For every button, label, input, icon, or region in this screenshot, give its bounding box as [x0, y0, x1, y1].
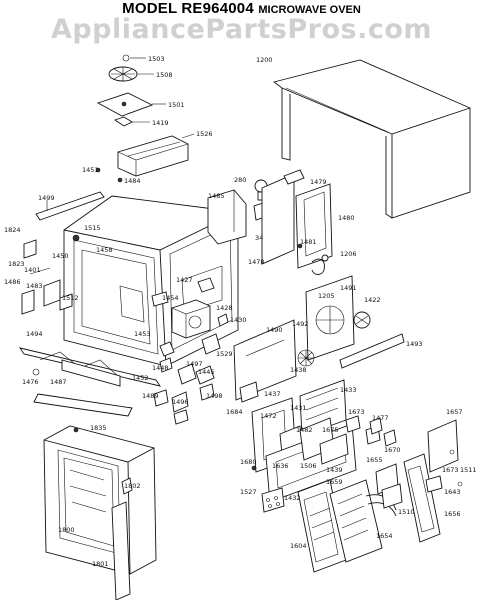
part-label: 1673	[348, 408, 365, 416]
part-label: 1205	[318, 292, 335, 300]
part-label: 1485	[208, 192, 225, 200]
product-name: MICROWAVE OVEN	[258, 4, 361, 16]
part-label: 34	[255, 234, 263, 242]
part-label: 1454	[162, 294, 179, 302]
left-bracket	[35, 191, 105, 221]
part-label: 1493	[406, 340, 423, 348]
part-label: 1427	[176, 276, 193, 284]
part-label: 1508	[156, 71, 173, 79]
part-label: 1445	[198, 368, 215, 376]
part-label: 1439	[326, 466, 343, 474]
part-label: 1499	[38, 194, 55, 202]
part-label: 1452	[132, 374, 149, 382]
part-number-labels: 1503 1508 1501 1419 1526 1451 1484 1485 …	[4, 55, 477, 568]
part-label: 1438	[290, 366, 307, 374]
part-label: 1200	[256, 56, 273, 64]
part-label: 1510	[398, 508, 415, 516]
part-label: 1472	[260, 412, 277, 420]
part-label: 1656	[444, 510, 461, 518]
part-label: 1670	[384, 446, 401, 454]
part-label: 1659	[326, 478, 343, 486]
part-label: 1431	[290, 404, 307, 412]
cooling-fan-assembly	[233, 275, 405, 401]
part-label: 1529	[216, 350, 233, 358]
part-label: 1636	[272, 462, 289, 470]
part-label: 1437	[264, 390, 281, 398]
part-label: 1643	[444, 488, 461, 496]
part-label: 1823	[8, 260, 25, 268]
part-label: 1835	[90, 424, 107, 432]
part-label: 1503	[148, 55, 165, 63]
part-label: 1515	[84, 224, 101, 232]
lower-left-parts	[18, 347, 162, 417]
part-label: 1422	[364, 296, 381, 304]
part-label: 1476	[22, 378, 39, 386]
watermark: AppliancePartsPros.com	[50, 14, 433, 45]
part-label: 1501	[168, 101, 185, 109]
part-label: 1451	[82, 166, 99, 174]
part-label: 1419	[152, 119, 169, 127]
part-label: 1604	[290, 542, 307, 550]
part-label: 1479	[310, 178, 327, 186]
part-label: 1802	[124, 482, 141, 490]
control-side-panels	[261, 169, 333, 275]
interlock-parts	[153, 313, 229, 425]
part-label: 1655	[366, 456, 383, 464]
part-label: 1491	[340, 284, 357, 292]
part-label: 1684	[226, 408, 243, 416]
part-label: 1512	[62, 294, 79, 302]
part-label: 1430	[230, 316, 247, 324]
part-label: 1477	[372, 414, 389, 422]
keypad-assembly	[261, 479, 397, 573]
part-label: 1453	[134, 330, 151, 338]
part-label: 280	[234, 176, 246, 184]
left-side-parts	[21, 239, 73, 315]
right-control-parts	[369, 417, 463, 543]
part-label: 1498	[206, 392, 223, 400]
part-label: 1490	[266, 326, 283, 334]
part-label: 1526	[196, 130, 213, 138]
part-label: 1824	[4, 226, 21, 234]
part-label: 1428	[216, 304, 233, 312]
part-label: 1680	[240, 458, 257, 466]
part-label: 1480	[338, 214, 355, 222]
control-board-assembly	[239, 379, 381, 503]
part-label: 1448	[152, 364, 169, 372]
part-label: 1487	[50, 378, 67, 386]
part-label: 1497	[186, 360, 203, 368]
part-label: 1800	[58, 526, 75, 534]
magnetron-parts	[151, 277, 215, 339]
part-label: 1492	[292, 320, 309, 328]
part-label: 1432	[284, 494, 301, 502]
part-label: 1478	[248, 258, 265, 266]
part-label: 1657	[446, 408, 463, 416]
diagram-title: MODEL RE964004 MICROWAVE OVEN	[0, 0, 483, 18]
stirrer-assembly	[95, 54, 195, 183]
part-label: 1675	[322, 426, 339, 434]
part-label: 1401	[24, 266, 41, 274]
part-label: 1506	[300, 462, 317, 470]
part-label: 1458	[96, 246, 113, 254]
part-label: 1527	[240, 488, 257, 496]
part-label: 1482	[296, 426, 313, 434]
part-label: 1673	[442, 466, 459, 474]
part-label: 1654	[376, 532, 393, 540]
outer-cabinet	[272, 59, 471, 219]
part-label: 1481	[300, 238, 317, 246]
part-label: 1484	[124, 177, 141, 185]
part-label: 1494	[26, 330, 43, 338]
part-label: 1511	[460, 466, 477, 474]
part-label: 1489	[142, 392, 159, 400]
part-label: 1496	[172, 398, 189, 406]
part-label: 1433	[340, 386, 357, 394]
part-label: 1801	[92, 560, 109, 568]
part-label: 1450	[52, 252, 69, 260]
part-label: 1206	[340, 250, 357, 258]
door-assembly	[43, 425, 157, 600]
model-number: MODEL RE964004	[122, 0, 254, 17]
part-label: 1483	[26, 282, 43, 290]
part-label: 1486	[4, 278, 21, 286]
